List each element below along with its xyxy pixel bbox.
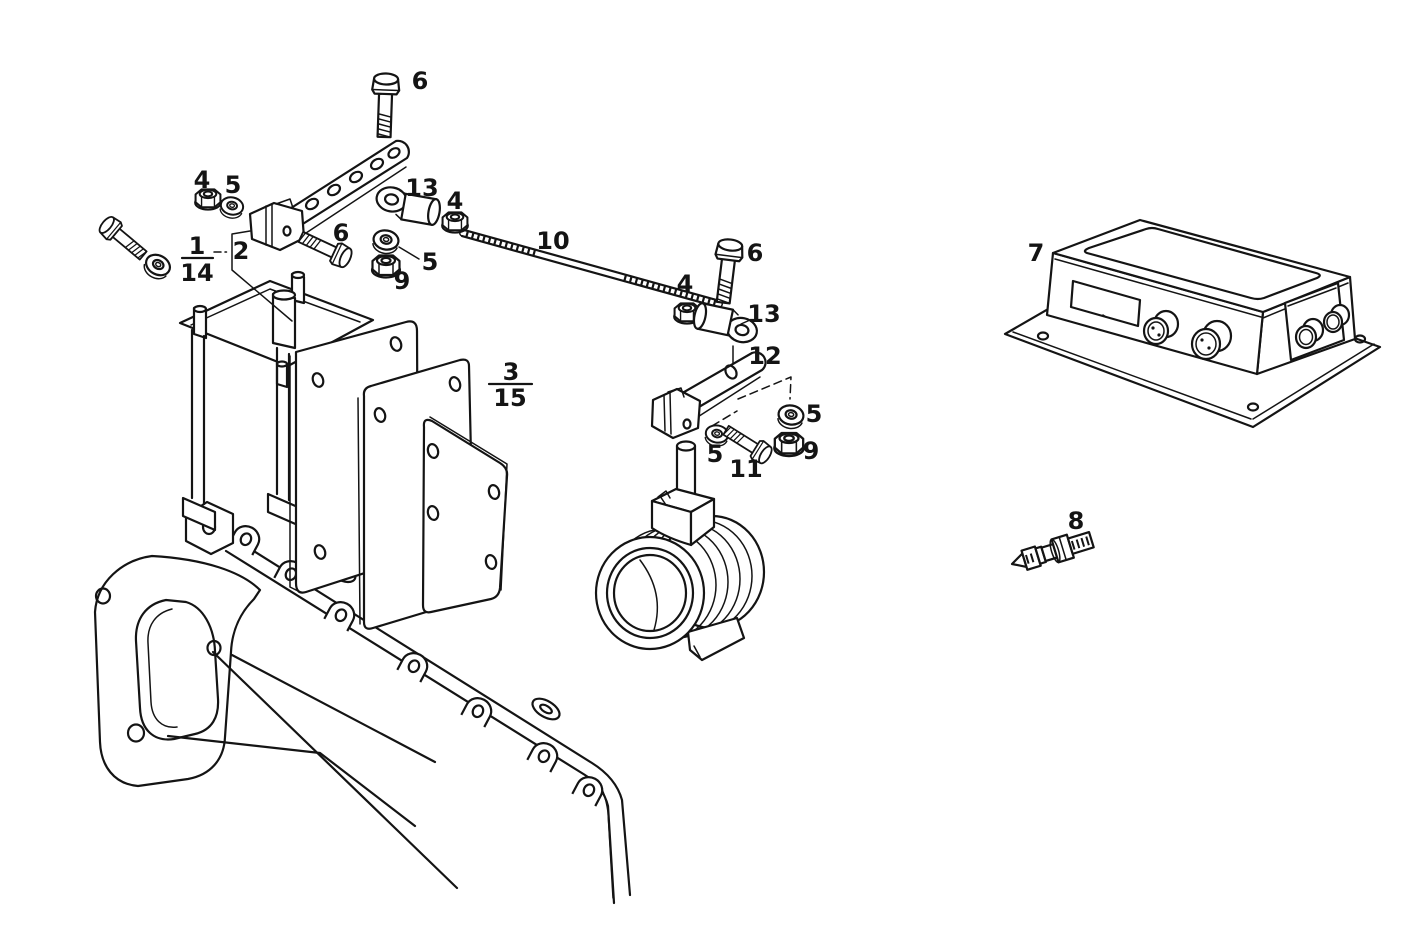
- callout-bolt-right: 6: [747, 239, 764, 267]
- fraction-3-15-denominator: 15: [493, 384, 526, 412]
- callout-labels: 6 4 5 2 13 4 6 5 9 10 6 4 13 12 5 5 11 9…: [180, 67, 1084, 535]
- callout-lever-upper: 2: [233, 237, 250, 265]
- washer-1: [139, 249, 175, 284]
- callout-bolt-mid: 6: [333, 219, 350, 247]
- nut-9-b: [773, 431, 805, 458]
- callout-washer-mid: 5: [422, 248, 439, 276]
- callout-washer-upper-left: 5: [225, 171, 242, 199]
- lever-clamp: [248, 201, 306, 252]
- manifold-flange: [93, 554, 262, 788]
- callout-control-box: 7: [1028, 239, 1045, 267]
- callout-nut-mid: 9: [394, 267, 411, 295]
- manifold-boss: [526, 737, 563, 774]
- callout-washer-right-lower: 5: [707, 440, 724, 468]
- fraction-1-14-numerator: 1: [189, 232, 206, 260]
- callout-rod-end-left: 13: [405, 174, 438, 202]
- manifold-boss: [571, 771, 608, 808]
- callout-rod-end-right: 13: [747, 300, 780, 328]
- callout-control-lever: 12: [748, 342, 781, 370]
- callout-sensor: 8: [1068, 507, 1085, 535]
- washer-5-c: [775, 402, 807, 432]
- callout-bolt-small: 11: [729, 455, 762, 483]
- callout-nut-mid-left: 4: [447, 187, 464, 215]
- manifold-boss: [228, 520, 265, 557]
- intake-manifold: [93, 500, 632, 905]
- washer-5-a: [217, 194, 246, 222]
- box-connector-side-1: [1294, 317, 1325, 350]
- callout-washer-right-upper: 5: [806, 400, 823, 428]
- mounting-plates: [289, 320, 509, 630]
- lever-12-clamp: [650, 387, 702, 440]
- sensor-8: [1010, 530, 1095, 571]
- fraction-3-15-numerator: 3: [503, 358, 520, 386]
- callout-control-rod: 10: [536, 227, 569, 255]
- box-label-plate: [1069, 279, 1142, 328]
- washer-5-b: [370, 227, 402, 257]
- callout-nut-right-lower: 9: [803, 437, 820, 465]
- callout-bolt-top: 6: [412, 67, 429, 95]
- bolt-6-top: [369, 71, 401, 139]
- callout-nut-right: 4: [677, 270, 694, 298]
- leader-lines: [180, 230, 792, 427]
- hardware: [95, 71, 807, 468]
- fraction-1-14-denominator: 14: [180, 259, 213, 287]
- box-connector-side-2: [1322, 303, 1351, 334]
- bolt-1: [95, 212, 152, 265]
- box-connector-front-1: [1142, 309, 1180, 346]
- control-box-7: [1003, 218, 1382, 429]
- manifold-boss: [323, 596, 360, 633]
- bolt-6-right: [708, 236, 746, 306]
- throttle-valve: [594, 440, 766, 662]
- control-lever-12: [650, 351, 767, 440]
- callout-nut-upper-left: 4: [194, 166, 211, 194]
- plate-front: [421, 418, 509, 614]
- box-connector-front-2: [1190, 319, 1233, 361]
